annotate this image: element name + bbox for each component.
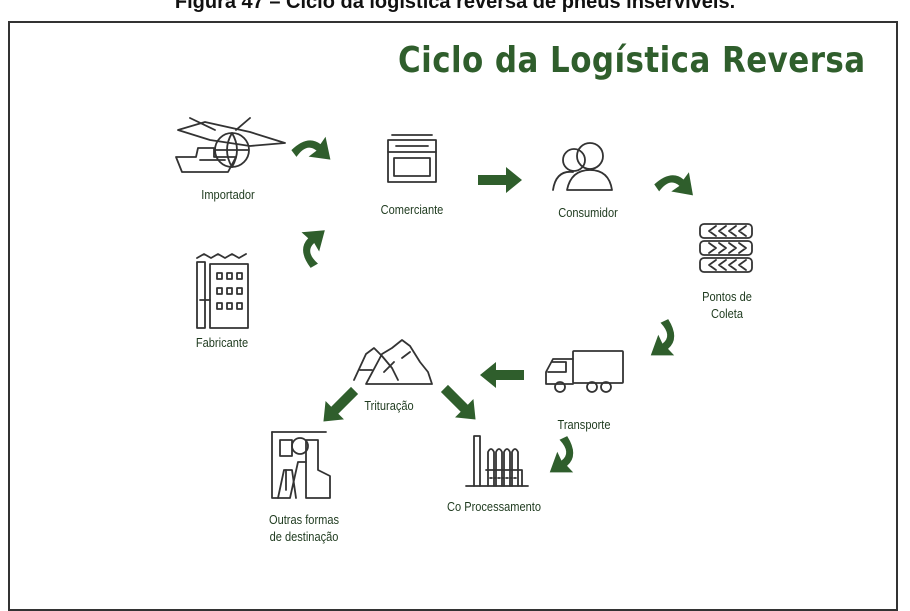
arrow-importador-comerciante: [290, 132, 334, 162]
diagram-frame: [8, 21, 898, 611]
label-pontos-line2: Coleta: [711, 306, 743, 321]
arrow-fabricante-comerciante: [293, 224, 327, 270]
tire-stack-icon: [699, 223, 753, 273]
arrow-trituracao-outras: [314, 381, 364, 431]
industrial-plant-icon: [465, 435, 529, 487]
label-importador: Importador: [201, 187, 255, 202]
airplane-ship-globe-icon: [175, 117, 286, 173]
label-fabricante: Fabricante: [195, 335, 249, 350]
diagram-title: Ciclo da Logística Reversa: [398, 40, 866, 81]
label-transporte: Transporte: [557, 417, 611, 432]
label-coprocessamento: Co Processamento: [447, 499, 541, 514]
arrow-trituracao-coprocessamento: [435, 379, 485, 429]
road-boots-icon: [271, 431, 331, 499]
mountains-icon: [353, 339, 433, 385]
label-outras-line1: Outras formas: [268, 512, 340, 527]
truck-icon: [545, 350, 624, 393]
figure-caption: Figura 47 – Ciclo da logística reversa d…: [174, 0, 736, 13]
factory-building-icon: [196, 253, 249, 329]
label-pontos-line1: Pontos de: [702, 289, 752, 304]
store-awning-icon: [387, 134, 437, 183]
arrow-comerciante-consumidor: [478, 167, 522, 193]
people-icon: [552, 142, 613, 191]
arrow-consumidor-pontos: [653, 166, 697, 198]
label-trituracao: Trituração: [364, 398, 414, 413]
arrow-pontos-transporte: [648, 317, 686, 363]
label-outras-line2: de destinação: [269, 529, 339, 544]
arrow-transporte-coprocessamento: [547, 434, 585, 480]
diagram-art: [175, 117, 753, 499]
label-consumidor: Consumidor: [558, 205, 618, 220]
arrow-transporte-trituracao: [480, 362, 524, 388]
label-comerciante: Comerciante: [380, 202, 444, 217]
